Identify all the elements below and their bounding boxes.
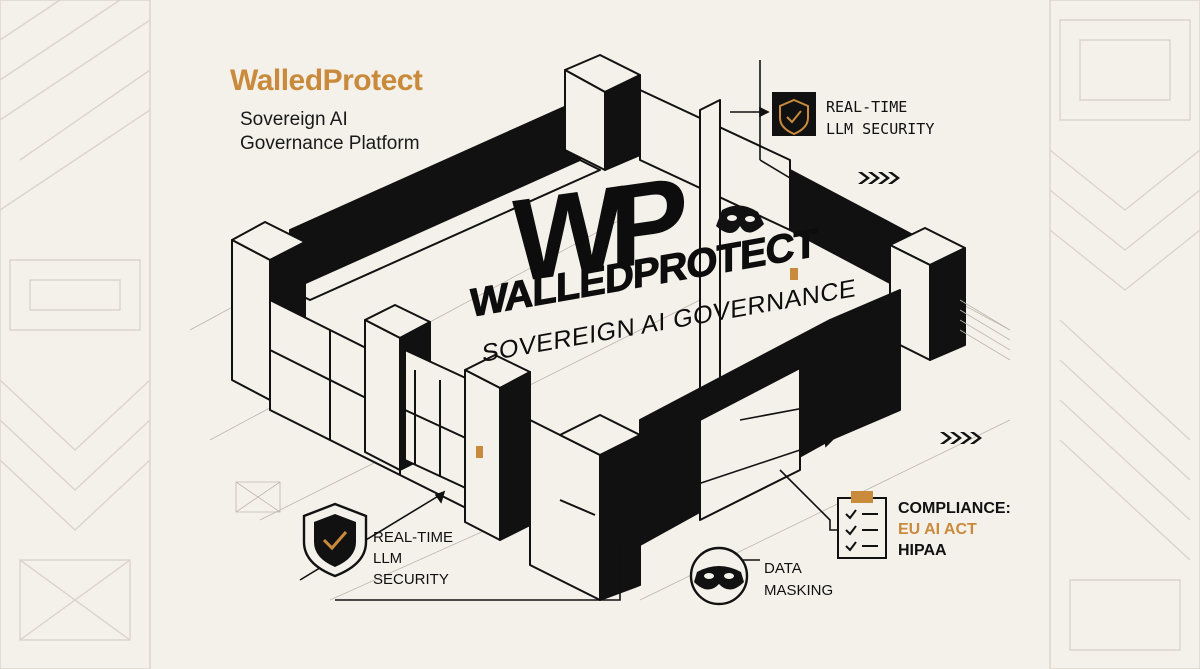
clipboard-checklist-icon — [837, 491, 887, 559]
callout-data-masking: DATA MASKING — [764, 558, 833, 602]
callout-line: DATA — [764, 560, 802, 577]
brand-subtitle-line2: Governance Platform — [240, 133, 420, 154]
shield-check-icon — [302, 502, 368, 578]
callout-line: LLM SECURITY — [826, 120, 935, 138]
hatch-pattern — [959, 299, 1011, 361]
background-pattern-left — [0, 0, 151, 669]
chevron-arrows-top — [858, 172, 900, 184]
background-pattern-right — [1049, 0, 1200, 669]
mask-icon — [689, 546, 749, 606]
brand-subtitle-line1: Sovereign AI — [240, 109, 348, 130]
callout-realtime-top: REAL-TIME LLM SECURITY — [826, 96, 934, 140]
mask-icon — [716, 205, 764, 233]
callout-compliance: COMPLIANCE: EU AI ACT HIPAA — [898, 498, 1011, 561]
callout-line: HIPAA — [898, 542, 947, 559]
fortress-walls — [231, 54, 966, 601]
callout-line: MASKING — [764, 582, 834, 599]
callout-line-accent: EU AI ACT — [898, 521, 977, 538]
callout-line: SECURITY — [373, 571, 449, 588]
callout-realtime-bottom: REAL-TIME LLM SECURITY — [373, 527, 453, 590]
shield-check-icon — [772, 92, 816, 136]
callout-line: REAL-TIME — [826, 98, 908, 116]
brand-title: WalledProtect — [230, 64, 423, 97]
brand-subtitle: Sovereign AI Governance Platform — [240, 108, 420, 156]
chevron-arrows-right — [940, 432, 982, 444]
callout-line: REAL-TIME — [373, 529, 454, 546]
accent-square — [790, 268, 798, 280]
callout-line: COMPLIANCE: — [898, 500, 1011, 517]
accent-square — [476, 446, 483, 458]
callout-line: LLM — [373, 550, 403, 567]
